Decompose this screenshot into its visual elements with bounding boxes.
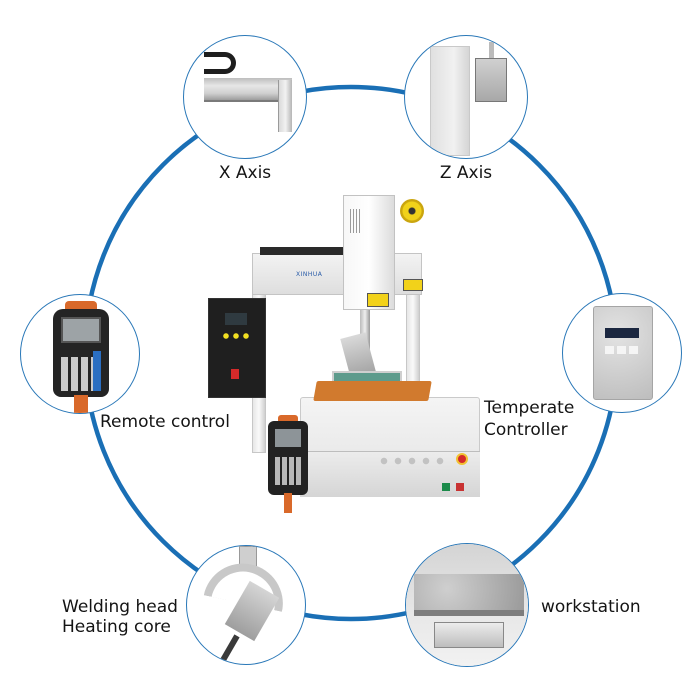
warning-label-icon: [367, 293, 389, 307]
welding-head-label-line1: Welding head: [62, 597, 178, 617]
workstation-plate-image: [414, 574, 524, 616]
temperate-controller-label-line2: Controller: [484, 420, 568, 440]
z-axis-bubble: [404, 35, 528, 159]
x-axis-beam-image: [204, 78, 292, 102]
machine-vent: [350, 209, 360, 233]
x-axis-label: X Axis: [218, 163, 272, 183]
pendant-top: [278, 415, 298, 423]
warning-label-icon: [403, 279, 423, 291]
stop-button-icon: [456, 483, 464, 491]
pendant-top-image: [65, 301, 97, 311]
emergency-stop-icon: [456, 453, 468, 465]
remote-blue-keys-image: [93, 351, 101, 391]
control-box-screen: [225, 313, 247, 325]
pendant-keypad: [275, 457, 301, 485]
solder-wire-reel-icon: [400, 199, 424, 223]
z-axis-mechanism-image: [475, 58, 507, 102]
control-box-buttons: [223, 333, 251, 339]
start-button-icon: [442, 483, 450, 491]
temp-controller-buttons-image: [605, 346, 639, 354]
welding-head-label-line2: Heating core: [62, 617, 171, 637]
workstation-base-image: [434, 622, 504, 648]
cable-chain-icon: [204, 52, 236, 74]
x-axis-bubble: [183, 35, 307, 159]
machine-z-column: [343, 195, 395, 310]
power-switch-icon: [231, 369, 239, 379]
temp-controller-display-image: [605, 328, 639, 338]
remote-control-bubble: [20, 294, 140, 414]
x-axis-post-image: [278, 80, 292, 132]
pendant-screen: [275, 429, 301, 447]
soldering-robot-image: XINHUA: [200, 185, 500, 525]
workstation-label: workstation: [541, 597, 641, 617]
base-knobs: [380, 457, 450, 465]
z-axis-panel-image: [430, 46, 470, 156]
machine-cable-chain: [260, 247, 350, 255]
orange-fixture: [313, 381, 432, 401]
remote-screen-image: [61, 317, 101, 343]
machine-feet: [330, 495, 470, 501]
remote-cable-image: [74, 395, 88, 413]
workstation-bubble: [405, 543, 529, 667]
z-axis-label: Z Axis: [439, 163, 493, 183]
pendant-cable: [284, 493, 292, 513]
temperate-controller-label-line1: Temperate: [484, 398, 575, 418]
welding-head-bubble: [186, 545, 306, 665]
temperate-controller-bubble: [562, 293, 682, 413]
machine-brand-logo: XINHUA: [296, 271, 323, 278]
welding-head-mount-image: [239, 546, 257, 568]
machine-x-beam: [252, 253, 422, 295]
soldering-tip-image: [220, 634, 240, 662]
remote-control-label: Remote control: [100, 412, 230, 432]
z-axis-rod-image: [489, 42, 494, 60]
